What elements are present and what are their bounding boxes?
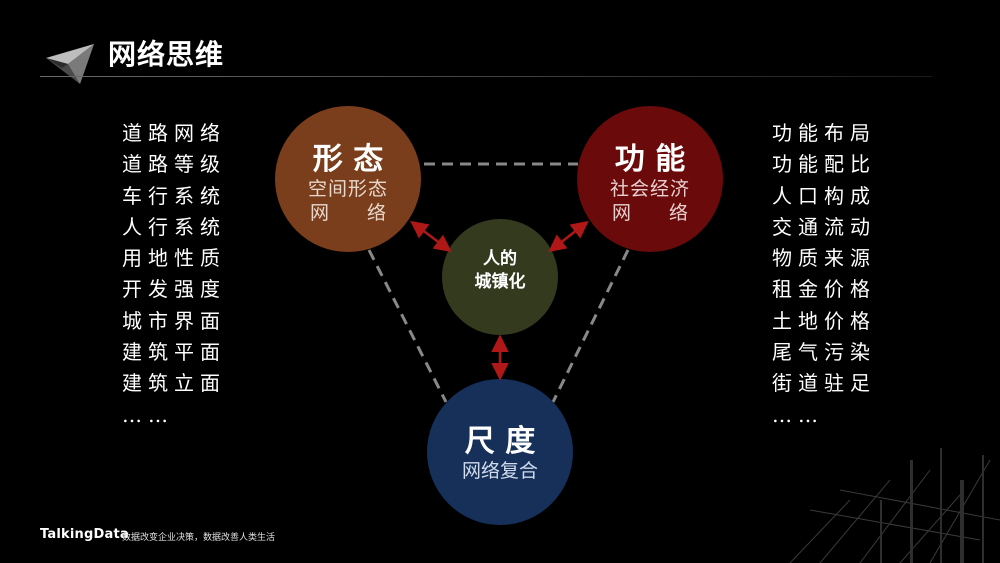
logo-icon [46, 44, 94, 84]
arrow-function-center [548, 220, 589, 253]
function-node-sub-1: 社会经济 [610, 178, 690, 200]
center-node-line-2: 城镇化 [475, 271, 526, 292]
form-node-sub-2: 网 络 [310, 202, 386, 224]
list-item: 建筑立面 [122, 371, 226, 396]
form-node [275, 106, 421, 252]
list-item: 功能布局 [772, 121, 876, 145]
arrow-form-center [410, 220, 452, 253]
form-node-title: 形 态 [313, 142, 383, 177]
list-item: 车行系统 [122, 183, 226, 208]
list-item: 土地价格 [772, 308, 876, 333]
list-item: 道路等级 [122, 152, 226, 177]
list-item: 城市界面 [122, 308, 226, 333]
function-node-title: 功 能 [615, 142, 685, 177]
decorative-corner-texture [789, 448, 1000, 563]
list-item: 尾气污染 [772, 340, 876, 365]
list-item: 街道驻足 [772, 371, 876, 396]
function-node-sub-2: 网 络 [612, 202, 688, 224]
form-attribute-list: 道路网络 道路等级 车行系统 人行系统 用地性质 开发强度 城市界面 建筑平面 … [122, 118, 226, 431]
list-item: 交通流动 [772, 214, 876, 239]
center-node [442, 219, 558, 335]
list-item: 用地性质 [122, 246, 226, 271]
list-item: 人行系统 [122, 214, 226, 239]
brand-logo-text: TalkingData [40, 527, 129, 542]
list-item: …… [122, 402, 174, 427]
function-node [577, 106, 723, 252]
list-item: 功能配比 [772, 152, 876, 177]
list-item: 道路网络 [122, 121, 226, 145]
scale-node-title: 尺 度 [465, 424, 535, 459]
list-item: 人口构成 [772, 183, 876, 208]
scale-node [427, 379, 573, 525]
function-attribute-list: 功能布局 功能配比 人口构成 交通流动 物质来源 租金价格 土地价格 尾气污染 … [772, 118, 876, 431]
scale-node-sub: 网络复合 [462, 460, 538, 482]
title-bar: 网络思维 [0, 0, 1000, 100]
list-item: …… [772, 402, 824, 427]
page-title: 网络思维 [108, 38, 225, 71]
connector-function-scale [551, 249, 630, 403]
list-item: 开发强度 [122, 277, 226, 302]
list-item: 建筑平面 [122, 340, 226, 365]
form-node-sub-1: 空间形态 [308, 178, 388, 200]
list-item: 租金价格 [772, 277, 876, 302]
center-node-line-1: 人的 [483, 248, 517, 269]
footer-slogan: 数据改变企业决策，数据改善人类生活 [122, 533, 276, 543]
connector-form-scale [367, 249, 448, 403]
title-divider [40, 76, 932, 77]
list-item: 物质来源 [772, 246, 876, 271]
